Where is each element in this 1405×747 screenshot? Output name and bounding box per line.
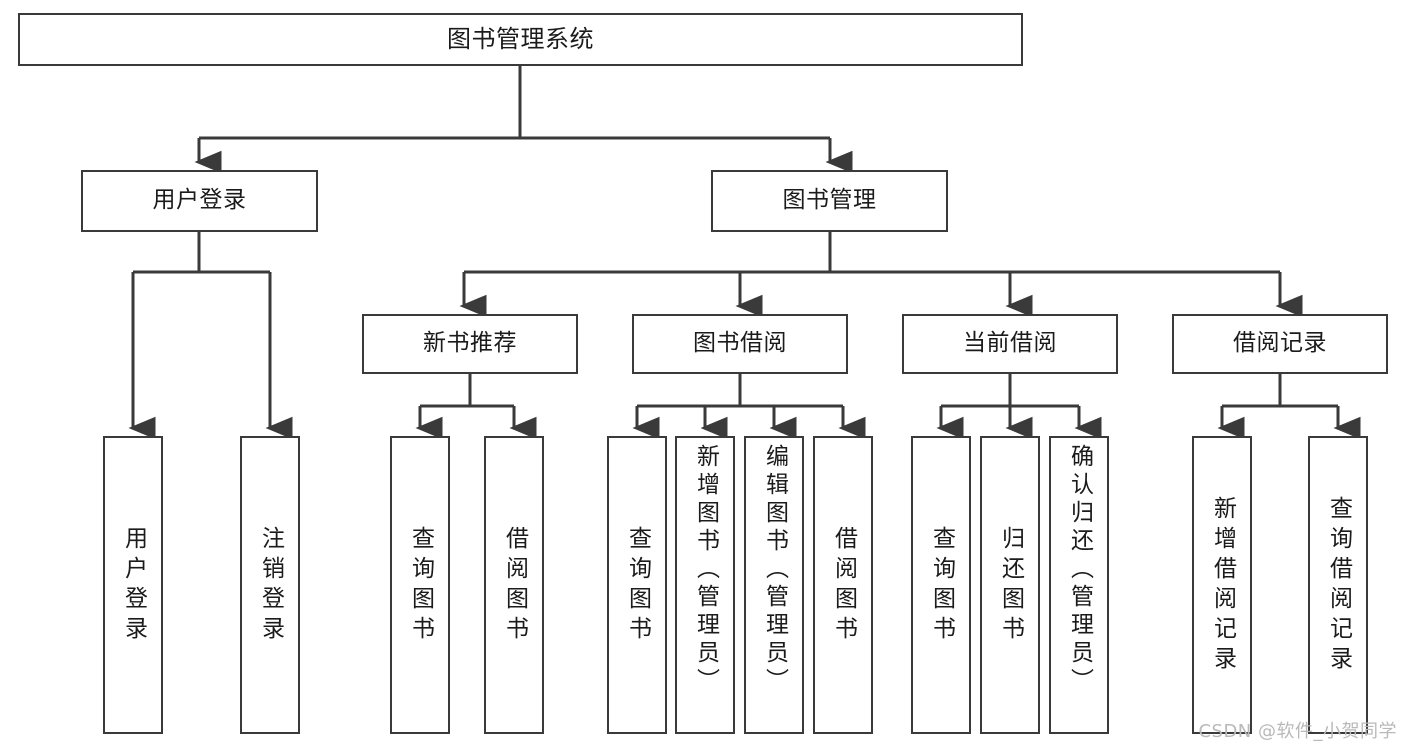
leaf-return-book[interactable]: 归还图书 — [980, 436, 1040, 734]
leaf-borrow-book-newbook[interactable]: 借阅图书 — [484, 436, 544, 734]
node-root-system[interactable]: 图书管理系统 — [18, 13, 1023, 66]
node-book-manage[interactable]: 图书管理 — [711, 170, 948, 232]
leaf-add-book-admin[interactable]: 新增图书（管理员） — [675, 436, 735, 734]
leaf-user-login[interactable]: 用户登录 — [103, 436, 163, 734]
node-label: 新增图书（管理员） — [692, 444, 719, 696]
node-label: 新书推荐 — [423, 330, 517, 357]
node-label: 借阅记录 — [1233, 330, 1327, 357]
node-label: 用户登录 — [152, 187, 247, 214]
leaf-add-borrow-record[interactable]: 新增借阅记录 — [1192, 436, 1252, 734]
node-borrow-record[interactable]: 借阅记录 — [1172, 314, 1388, 374]
node-label: 查询图书 — [407, 526, 434, 646]
leaf-query-book-borrow[interactable]: 查询图书 — [607, 436, 667, 734]
leaf-logout[interactable]: 注销登录 — [240, 436, 300, 734]
leaf-query-book-current[interactable]: 查询图书 — [911, 436, 971, 734]
node-new-book-recommend[interactable]: 新书推荐 — [362, 314, 578, 374]
leaf-query-borrow-record[interactable]: 查询借阅记录 — [1308, 436, 1368, 734]
node-label: 确认归还（管理员） — [1066, 444, 1093, 696]
watermark-text: CSDN @软件_小贺同学 — [1198, 721, 1397, 742]
node-label: 新增借阅记录 — [1209, 496, 1236, 676]
node-current-borrow[interactable]: 当前借阅 — [902, 314, 1118, 374]
leaf-confirm-return-admin[interactable]: 确认归还（管理员） — [1049, 436, 1109, 734]
node-label: 注销登录 — [257, 526, 284, 646]
node-label: 图书管理系统 — [447, 25, 594, 54]
node-label: 借阅图书 — [830, 526, 857, 646]
leaf-query-book-newbook[interactable]: 查询图书 — [390, 436, 450, 734]
node-label: 用户登录 — [120, 526, 147, 646]
node-label: 查询图书 — [928, 526, 955, 646]
leaf-edit-book-admin[interactable]: 编辑图书（管理员） — [744, 436, 804, 734]
node-user-login[interactable]: 用户登录 — [81, 170, 318, 232]
node-label: 编辑图书（管理员） — [761, 444, 788, 696]
node-book-borrow[interactable]: 图书借阅 — [632, 314, 848, 374]
node-label: 借阅图书 — [501, 526, 528, 646]
node-label: 查询借阅记录 — [1325, 496, 1352, 676]
node-label: 图书借阅 — [693, 330, 787, 357]
node-label: 归还图书 — [997, 526, 1024, 646]
node-label: 当前借阅 — [963, 330, 1057, 357]
node-label: 图书管理 — [782, 187, 877, 214]
node-label: 查询图书 — [624, 526, 651, 646]
leaf-borrow-book-borrow[interactable]: 借阅图书 — [813, 436, 873, 734]
